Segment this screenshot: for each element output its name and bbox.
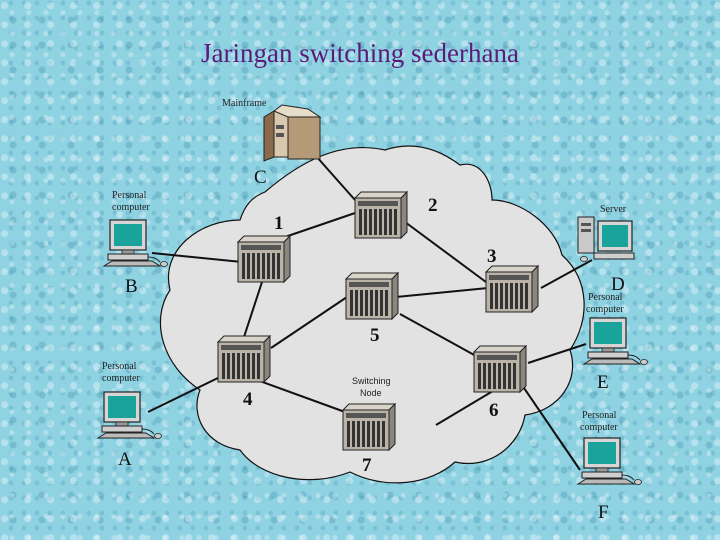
mainframe-icon: [263, 104, 322, 162]
node-number-7: 7: [362, 455, 372, 476]
switching-node-2[interactable]: [354, 191, 408, 239]
mainframe-c[interactable]: Mainframe C: [222, 98, 322, 188]
device-letter-c: C: [254, 167, 267, 188]
server-label: Server: [600, 204, 627, 215]
switching-node-icon: [217, 335, 271, 383]
server-icon: [577, 216, 635, 262]
pc-a-label-line2: computer: [102, 373, 140, 384]
personal-computer-e[interactable]: Personal computer E: [583, 292, 649, 393]
switching-node-label-line1: Switching: [352, 376, 391, 386]
node-number-6: 6: [489, 400, 499, 421]
personal-computer-icon: [583, 317, 649, 366]
mainframe-label: Mainframe: [222, 98, 267, 109]
pc-e-label-line1: Personal: [588, 292, 623, 303]
node-number-3: 3: [487, 246, 497, 267]
switching-node-icon: [473, 345, 527, 393]
device-letter-f: F: [598, 502, 609, 523]
device-letter-a: A: [118, 449, 132, 470]
pc-f-label-line2: computer: [580, 422, 618, 433]
switching-node-icon: [345, 272, 399, 320]
device-letter-e: E: [597, 372, 609, 393]
switching-node-icon: [237, 235, 291, 283]
device-letter-d: D: [611, 274, 625, 295]
server-d[interactable]: Server D: [577, 204, 635, 295]
personal-computer-a[interactable]: Personal computer A: [97, 361, 163, 470]
switching-node-1[interactable]: [237, 235, 291, 283]
switching-node-4[interactable]: [217, 335, 271, 383]
node-number-2: 2: [428, 195, 438, 216]
switching-node-6[interactable]: [473, 345, 527, 393]
node-number-4: 4: [243, 389, 253, 410]
personal-computer-f[interactable]: Personal computer F: [577, 410, 643, 523]
pc-b-label-line1: Personal: [112, 190, 147, 201]
switching-node-icon: [354, 191, 408, 239]
personal-computer-icon: [103, 219, 169, 268]
pc-f-label-line1: Personal: [582, 410, 617, 421]
pc-e-label-line2: computer: [586, 304, 624, 315]
pc-b-label-line2: computer: [112, 202, 150, 213]
switching-node-icon: [342, 403, 396, 451]
switching-node-5[interactable]: [345, 272, 399, 320]
personal-computer-icon: [97, 391, 163, 440]
switching-node-3[interactable]: [485, 265, 539, 313]
device-letter-b: B: [125, 276, 138, 297]
node-number-1: 1: [274, 213, 284, 234]
personal-computer-icon: [577, 437, 643, 486]
switching-node-icon: [485, 265, 539, 313]
node-number-5: 5: [370, 325, 380, 346]
page-title: Jaringan switching sederhana: [201, 38, 519, 68]
pc-a-label-line1: Personal: [102, 361, 137, 372]
personal-computer-b[interactable]: Personal computer B: [103, 190, 169, 297]
switching-node-label-line2: Node: [360, 388, 382, 398]
switching-node-7[interactable]: [342, 403, 396, 451]
